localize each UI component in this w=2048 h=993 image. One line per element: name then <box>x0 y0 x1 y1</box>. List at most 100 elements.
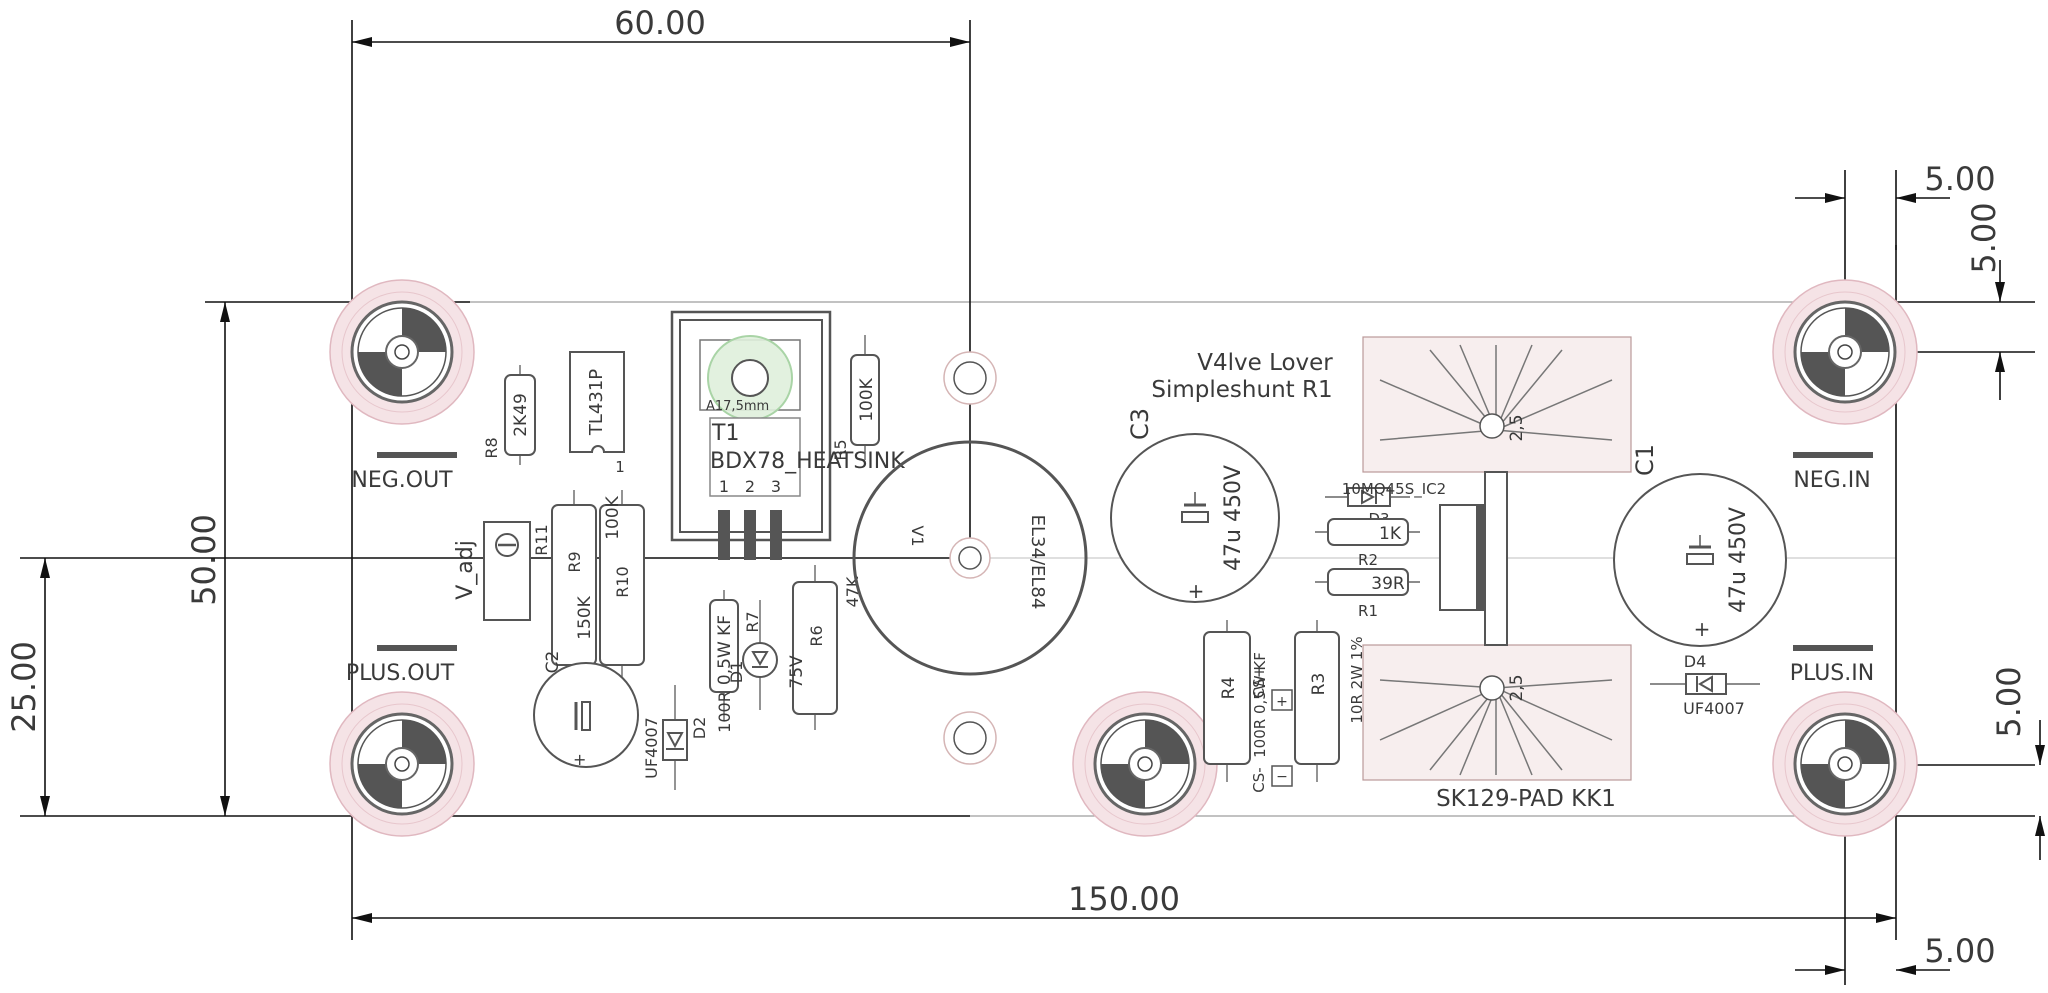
svg-text:EL34/EL84: EL34/EL84 <box>1027 515 1048 610</box>
svg-text:+: + <box>573 750 586 769</box>
svg-text:10R 2W 1%: 10R 2W 1% <box>1348 636 1366 723</box>
svg-text:R6: R6 <box>807 625 826 646</box>
resistor-r6: R6 75V 47K <box>787 565 862 730</box>
svg-text:2K49: 2K49 <box>511 393 531 437</box>
svg-text:D1: D1 <box>727 661 746 684</box>
svg-text:T1: T1 <box>711 421 739 446</box>
board-title-line2: Simpleshunt R1 <box>1151 377 1332 403</box>
svg-text:47u 450V: 47u 450V <box>1726 507 1751 613</box>
svg-text:150K: 150K <box>575 595 595 639</box>
svg-text:R7: R7 <box>743 611 762 632</box>
svg-text:BDX78_HEATSINK: BDX78_HEATSINK <box>710 449 905 474</box>
svg-text:V1: V1 <box>908 525 927 546</box>
svg-text:R4: R4 <box>1219 677 1239 700</box>
svg-text:100K: 100K <box>857 377 877 421</box>
svg-text:CS+: CS+ <box>1250 666 1268 699</box>
zener-d1: R7 <box>742 600 778 710</box>
resistor-r9: R9 150K <box>551 490 597 680</box>
dim-150-label: 150.00 <box>1068 880 1180 918</box>
svg-text:R8: R8 <box>482 437 501 458</box>
dim-br-5v-label: 5.00 <box>1990 666 2028 737</box>
test-point-cs-plus: + CS+ 100R 0,5W KF <box>1250 652 1293 758</box>
capacitor-c2: + C2 <box>533 651 639 769</box>
transistor-t1-heatsink: A17,5mm T1 BDX78_HEATSINK 1 2 3 <box>670 310 905 560</box>
test-point-cs-minus: − CS- <box>1250 765 1293 793</box>
svg-text:C1: C1 <box>1631 444 1659 476</box>
resistor-r2: 1K R2 <box>1315 518 1420 569</box>
plus-in-label: PLUS.IN <box>1790 661 1874 686</box>
plus-out-bar <box>377 645 457 651</box>
svg-text:CS-: CS- <box>1250 767 1268 792</box>
dim-60-label: 60.00 <box>614 4 706 42</box>
svg-text:0,5W KF: 0,5W KF <box>715 615 735 685</box>
dimension-bottom-150: 150.00 <box>352 245 1897 940</box>
svg-text:R11: R11 <box>532 524 551 555</box>
dim-tr-5v-label: 5.00 <box>1965 202 2003 273</box>
neg-out-label: NEG.OUT <box>351 468 453 493</box>
svg-text:SK129-PAD KK1: SK129-PAD KK1 <box>1436 786 1616 812</box>
capacitor-c1: + 47u 450V C1 <box>1613 444 1787 647</box>
svg-text:UF4007: UF4007 <box>642 717 661 779</box>
svg-text:R10: R10 <box>613 566 632 597</box>
dim-50-label: 50.00 <box>185 514 223 606</box>
svg-text:100R: 100R <box>715 691 734 733</box>
diode-d4: D4 UF4007 <box>1650 652 1760 718</box>
dimension-top-right-5-h: 5.00 <box>1795 160 1996 350</box>
dim-25-label: 25.00 <box>5 641 43 733</box>
plus-out-label: PLUS.OUT <box>346 661 455 686</box>
neg-in-bar <box>1793 452 1873 458</box>
svg-text:D4: D4 <box>1684 652 1707 671</box>
dimension-top-right-5-v: 5.00 <box>1845 202 2035 400</box>
dim-tr-5h-label: 5.00 <box>1924 160 1995 198</box>
svg-text:100R 0,5W KF: 100R 0,5W KF <box>1251 652 1269 758</box>
svg-text:R1: R1 <box>1358 602 1378 620</box>
svg-text:+: + <box>1694 617 1711 641</box>
neg-in-label: NEG.IN <box>1793 468 1870 493</box>
svg-text:+: + <box>1276 694 1288 710</box>
resistor-r4: R4 <box>1203 620 1251 782</box>
resistor-r10: 100K R10 <box>599 490 645 680</box>
svg-text:1K: 1K <box>1379 524 1402 544</box>
svg-text:75V: 75V <box>787 655 807 689</box>
resistor-r8: 2K49 R8 <box>482 365 536 465</box>
diode-d2: D2 UF4007 <box>642 685 709 790</box>
svg-text:A17,5mm: A17,5mm <box>706 399 769 414</box>
terminal-plus-in <box>1772 691 1918 837</box>
svg-text:47u 450V: 47u 450V <box>1221 465 1246 571</box>
svg-text:2,5: 2,5 <box>1507 674 1527 701</box>
svg-text:3: 3 <box>771 477 781 496</box>
svg-text:+: + <box>1188 579 1205 603</box>
svg-text:2,5: 2,5 <box>1507 414 1527 441</box>
terminal-neg-out <box>329 279 475 425</box>
svg-text:10MQ45S_IC2: 10MQ45S_IC2 <box>1342 480 1446 499</box>
svg-text:1: 1 <box>615 458 625 476</box>
capacitor-c3: + 47u 450V C3 <box>1110 408 1280 603</box>
svg-text:39R: 39R <box>1371 574 1405 594</box>
svg-text:100K: 100K <box>603 495 623 539</box>
board-title-line1: V4lve Lover <box>1197 350 1333 376</box>
svg-text:−: − <box>1276 769 1288 785</box>
heatsink-sk129: 2,5 2,5 SK129-PAD KK1 <box>1362 336 1632 812</box>
dim-br-5h-label: 5.00 <box>1924 932 1995 970</box>
svg-text:C3: C3 <box>1126 408 1154 440</box>
resistor-r1: 39R R1 <box>1315 568 1420 620</box>
svg-text:D2: D2 <box>690 717 709 740</box>
neg-out-bar <box>377 452 457 458</box>
tube-socket-el34: EL34/EL84 V1 <box>852 351 1088 765</box>
terminal-plus-out <box>329 691 475 837</box>
svg-text:R9: R9 <box>565 551 584 572</box>
svg-text:R5: R5 <box>831 439 850 460</box>
plus-in-bar <box>1793 645 1873 651</box>
svg-text:R3: R3 <box>1309 673 1329 696</box>
svg-text:2: 2 <box>745 477 755 496</box>
svg-text:R2: R2 <box>1358 551 1378 569</box>
terminal-neg-in <box>1772 279 1918 425</box>
resistor-r7: 0,5W KF 100R D1 <box>709 590 746 733</box>
svg-text:TL431P: TL431P <box>586 369 607 436</box>
trimmer-v-adj: V_adj R11 <box>453 521 551 621</box>
ic-tl431: TL431P 1 <box>569 351 625 476</box>
svg-text:1: 1 <box>719 477 729 496</box>
resistor-r3: R3 10R 2W 1% <box>1294 620 1366 782</box>
svg-text:UF4007: UF4007 <box>1683 699 1745 718</box>
